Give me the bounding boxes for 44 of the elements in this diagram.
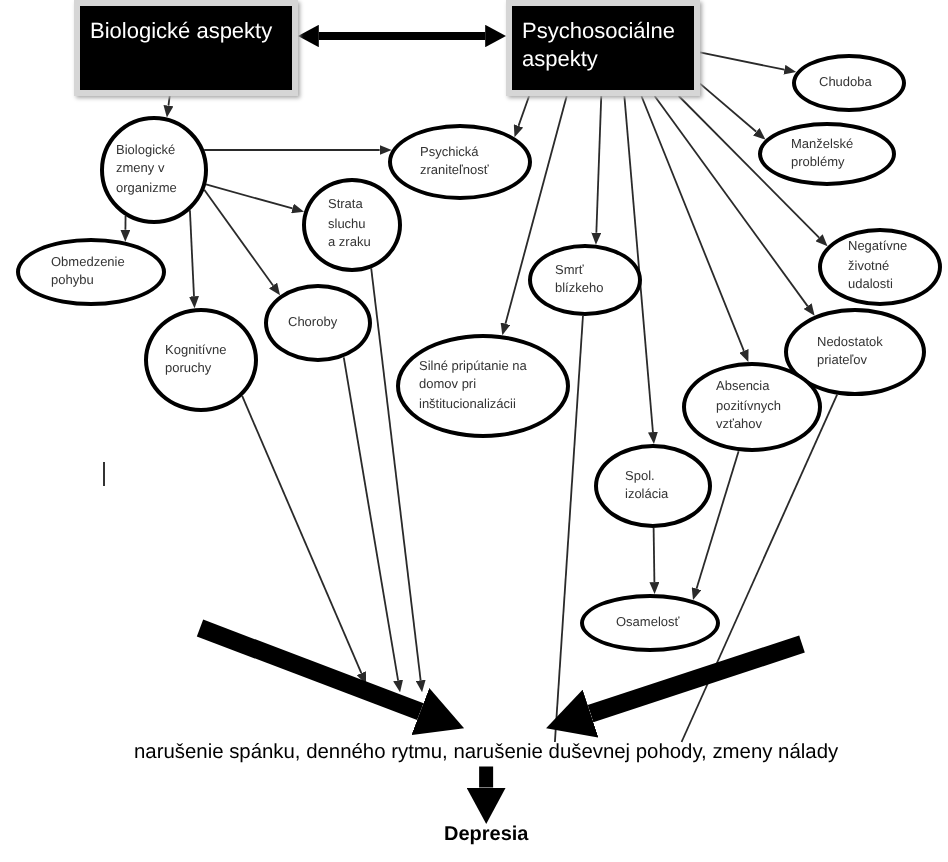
block-arrow (196, 619, 465, 736)
connector-line (554, 315, 584, 743)
result-text: Depresia (444, 824, 529, 848)
outcome-text: narušenie spánku, denného rytmu, narušenie duševnej pohody, zmeny nálady (134, 742, 839, 767)
arrow (203, 145, 392, 155)
arrow (640, 95, 749, 363)
arrow (370, 267, 426, 693)
box-heading: Psychosociálne aspekty (520, 18, 677, 74)
arrow (677, 95, 828, 247)
arrow (699, 51, 797, 75)
double-arrow (298, 24, 506, 48)
arrow (653, 95, 815, 316)
ellipse-node (758, 122, 896, 186)
ellipse-node (580, 594, 720, 652)
arrow (500, 95, 568, 336)
connector-line (680, 393, 838, 743)
box-heading: Biologické aspekty (88, 18, 275, 46)
arrow (623, 95, 658, 444)
arrow (513, 95, 530, 138)
ellipse-node (302, 178, 402, 272)
arrow (189, 209, 199, 309)
block-arrow (466, 766, 506, 824)
arrow (649, 527, 660, 595)
ellipse-node (528, 244, 642, 316)
arrow (120, 215, 131, 242)
ellipse-node (388, 124, 532, 200)
ellipse-node (144, 308, 258, 412)
ellipse-node (792, 54, 906, 112)
arrow (203, 188, 281, 296)
ellipse-node (594, 444, 712, 528)
arrow (699, 82, 766, 140)
arrow (691, 450, 740, 601)
block-arrow (546, 635, 805, 738)
heading-box (506, 0, 700, 96)
heading-box (74, 0, 298, 96)
ellipse-node (818, 228, 942, 306)
ellipse-node (100, 116, 208, 224)
ellipse-node (264, 284, 372, 362)
arrow (591, 95, 603, 245)
arrow (163, 95, 174, 118)
arrow (241, 395, 367, 685)
arrow (205, 183, 305, 214)
ellipse-node (682, 362, 822, 452)
arrow (342, 356, 403, 693)
